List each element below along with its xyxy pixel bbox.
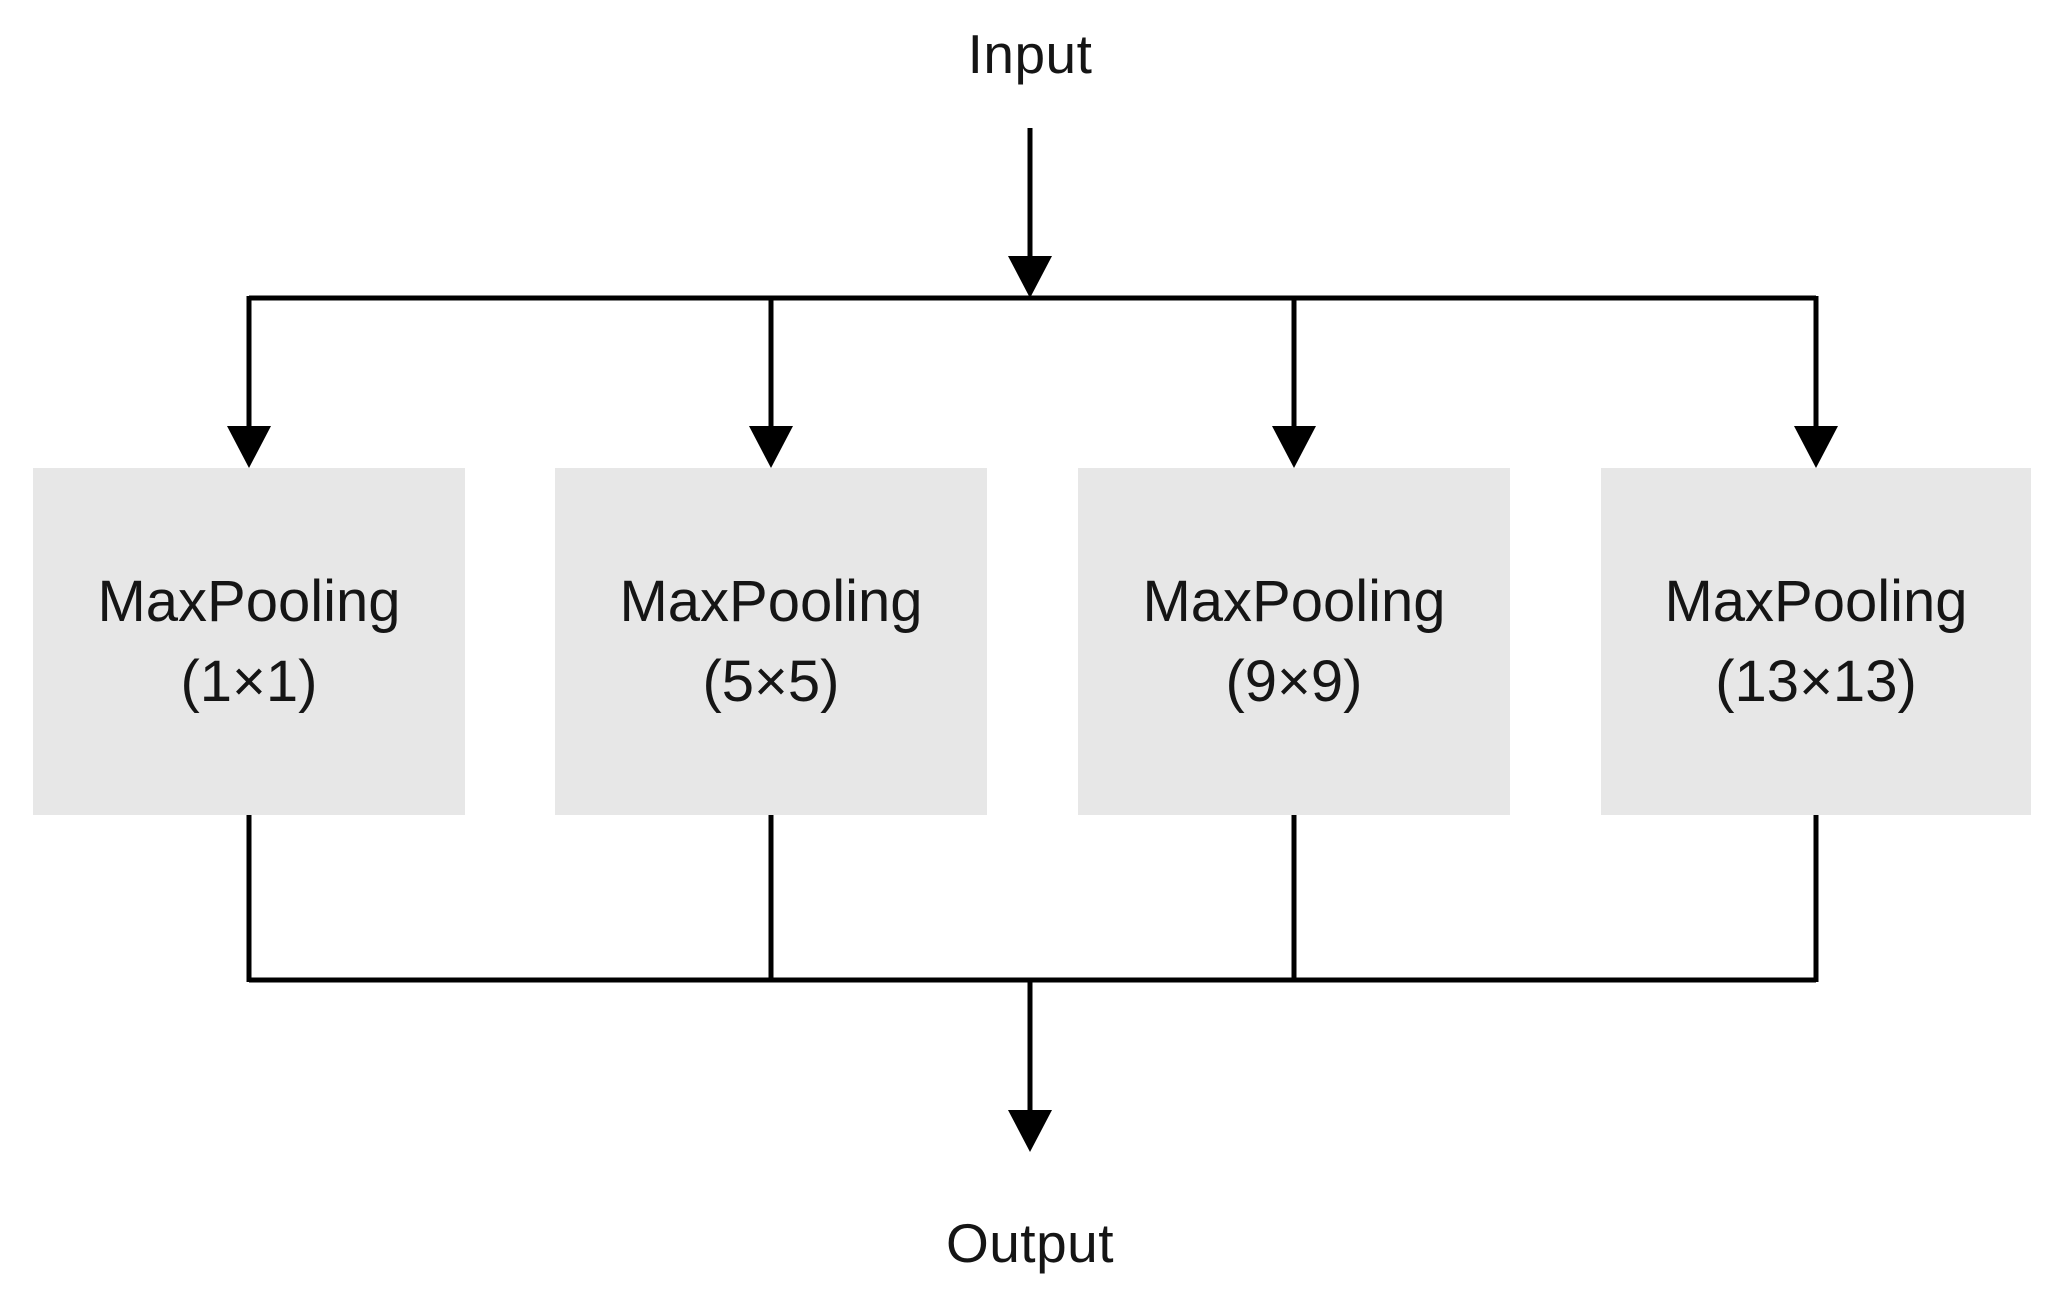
- maxpool-op-label: MaxPooling: [619, 568, 923, 634]
- maxpool-box-5x5: MaxPooling (5×5): [555, 468, 987, 815]
- maxpool-kernel-label: (13×13): [1715, 648, 1917, 714]
- maxpool-op-label: MaxPooling: [97, 568, 401, 634]
- maxpool-op-label: MaxPooling: [1664, 568, 1968, 634]
- input-label: Input: [967, 23, 1093, 85]
- output-arrowhead-icon: [1008, 1110, 1052, 1152]
- maxpool-kernel-label: (5×5): [702, 648, 840, 714]
- branch-arrowhead-icon-2: [749, 426, 793, 468]
- branch-arrowhead-icon-1: [227, 426, 271, 468]
- branch-arrowhead-icon-4: [1794, 426, 1838, 468]
- maxpool-op-label: MaxPooling: [1142, 568, 1446, 634]
- maxpool-kernel-label: (9×9): [1225, 648, 1363, 714]
- maxpool-kernel-label: (1×1): [180, 648, 318, 714]
- maxpool-box-9x9: MaxPooling (9×9): [1078, 468, 1510, 815]
- maxpool-box-13x13: MaxPooling (13×13): [1601, 468, 2031, 815]
- input-arrowhead-icon: [1008, 256, 1052, 298]
- output-label: Output: [945, 1212, 1115, 1274]
- maxpool-box-1x1: MaxPooling (1×1): [33, 468, 465, 815]
- branch-arrowhead-icon-3: [1272, 426, 1316, 468]
